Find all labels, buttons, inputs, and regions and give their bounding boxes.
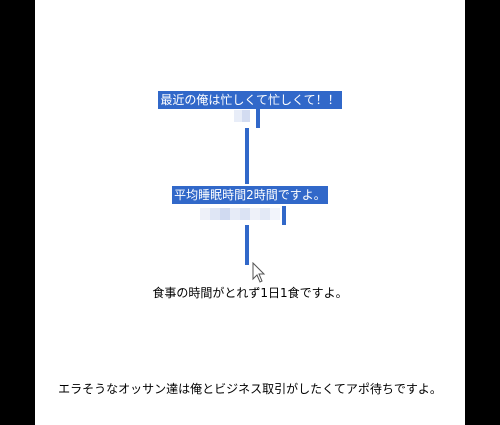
text-canvas: 最近の俺は忙しくて忙しくて！！ 平均睡眠時間2時間ですよ。 食事の時間がとれず1… (35, 0, 465, 425)
pixelated-remnant (200, 208, 280, 220)
text-line-1[interactable]: 最近の俺は忙しくて忙しくて！！ (35, 91, 465, 109)
mouse-pointer-icon (252, 262, 266, 283)
selected-text[interactable]: 平均睡眠時間2時間ですよ。 (172, 186, 328, 204)
selection-caret (282, 206, 286, 225)
selection-drag-line (245, 225, 249, 265)
body-text[interactable]: エラそうなオッサン達は俺とビジネス取引がしたくてアポ待ちですよ。 (58, 382, 442, 396)
selection-drag-line (245, 128, 249, 184)
text-line-2[interactable]: 平均睡眠時間2時間ですよ。 (35, 186, 465, 204)
selection-caret (256, 108, 260, 128)
pixelated-remnant (234, 110, 250, 122)
selected-text[interactable]: 最近の俺は忙しくて忙しくて！！ (158, 91, 342, 109)
body-text[interactable]: 食事の時間がとれず1日1食ですよ。 (152, 286, 348, 300)
text-line-4[interactable]: エラそうなオッサン達は俺とビジネス取引がしたくてアポ待ちですよ。 (35, 380, 465, 398)
text-line-3[interactable]: 食事の時間がとれず1日1食ですよ。 (35, 284, 465, 302)
